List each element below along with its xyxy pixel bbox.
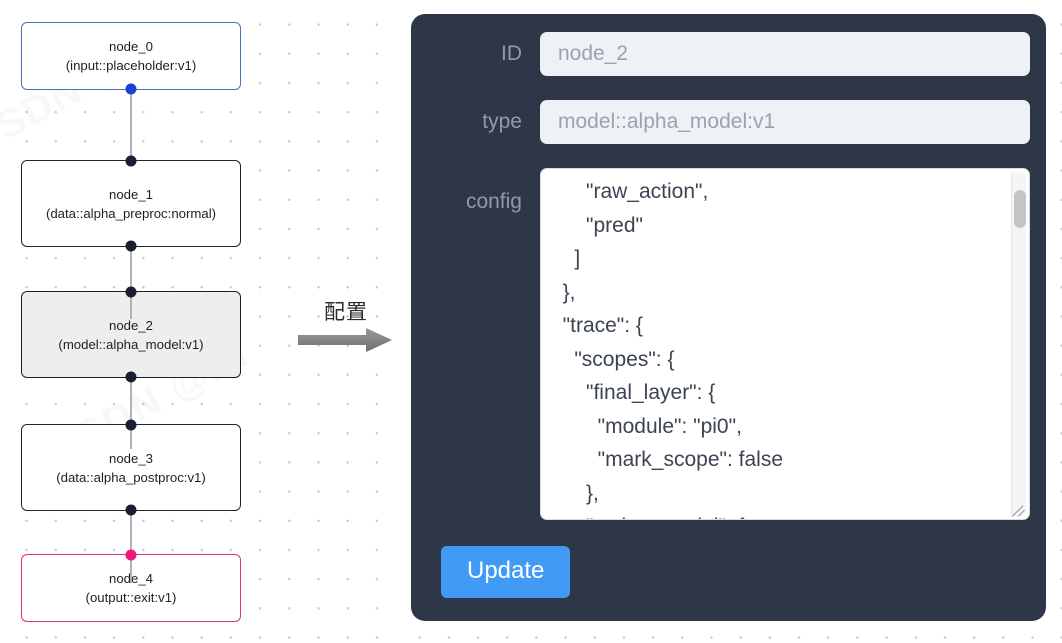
node-port-output[interactable]	[125, 240, 137, 252]
config-textarea[interactable]	[540, 168, 1030, 520]
edge-1-2	[130, 247, 132, 319]
graph-node-node_1[interactable]: node_1 (data::alpha_preproc:normal)	[21, 155, 241, 252]
edge-3-4	[130, 511, 132, 583]
right-arrow-icon	[296, 327, 396, 358]
node-port-input[interactable]	[125, 155, 137, 167]
config-scrollbar[interactable]	[1011, 172, 1026, 516]
node-port-input[interactable]	[125, 549, 137, 561]
flow-annotation-label: 配置	[324, 300, 368, 324]
node-title: node_2	[108, 317, 153, 333]
graph-node-node_0[interactable]: node_0 (input::placeholder:v1)	[21, 22, 241, 95]
node-title: node_0	[108, 39, 153, 54]
field-row-type: type	[427, 100, 1030, 144]
node-subtitle: (data::alpha_preproc:normal)	[45, 205, 217, 221]
resize-handle-icon[interactable]	[1011, 501, 1027, 517]
graph-canvas[interactable]: CSDN @AI CSDN @AI node_0 (input::placeho…	[0, 0, 400, 643]
node-subtitle: (model::alpha_model:v1)	[58, 336, 204, 352]
node-subtitle: (output::exit:v1)	[85, 590, 177, 605]
node-port-output[interactable]	[125, 371, 137, 383]
node-subtitle: (input::placeholder:v1)	[65, 58, 197, 73]
field-row-id: ID	[427, 32, 1030, 76]
node-port-input[interactable]	[125, 419, 137, 431]
node-title: node_3	[108, 450, 153, 466]
config-textarea-wrap	[540, 168, 1030, 520]
type-input[interactable]	[540, 100, 1030, 144]
flow-annotation: 配置	[296, 300, 396, 358]
node-port-output[interactable]	[125, 83, 137, 95]
node-port-input[interactable]	[125, 286, 137, 298]
type-field-label: type	[482, 110, 522, 133]
edge-2-3	[130, 378, 132, 449]
node-subtitle: (data::alpha_postproc:v1)	[56, 469, 206, 485]
id-input[interactable]	[540, 32, 1030, 76]
config-scrollbar-thumb[interactable]	[1014, 190, 1026, 228]
update-button[interactable]: Update	[441, 546, 571, 598]
node-port-output[interactable]	[125, 504, 137, 516]
edge-0-1	[130, 90, 132, 160]
node-title: node_1	[108, 186, 153, 202]
node-config-panel: ID type config Update	[411, 14, 1046, 621]
config-field-label: config	[465, 190, 522, 213]
field-row-config: config	[427, 168, 1030, 520]
id-field-label: ID	[501, 42, 522, 65]
